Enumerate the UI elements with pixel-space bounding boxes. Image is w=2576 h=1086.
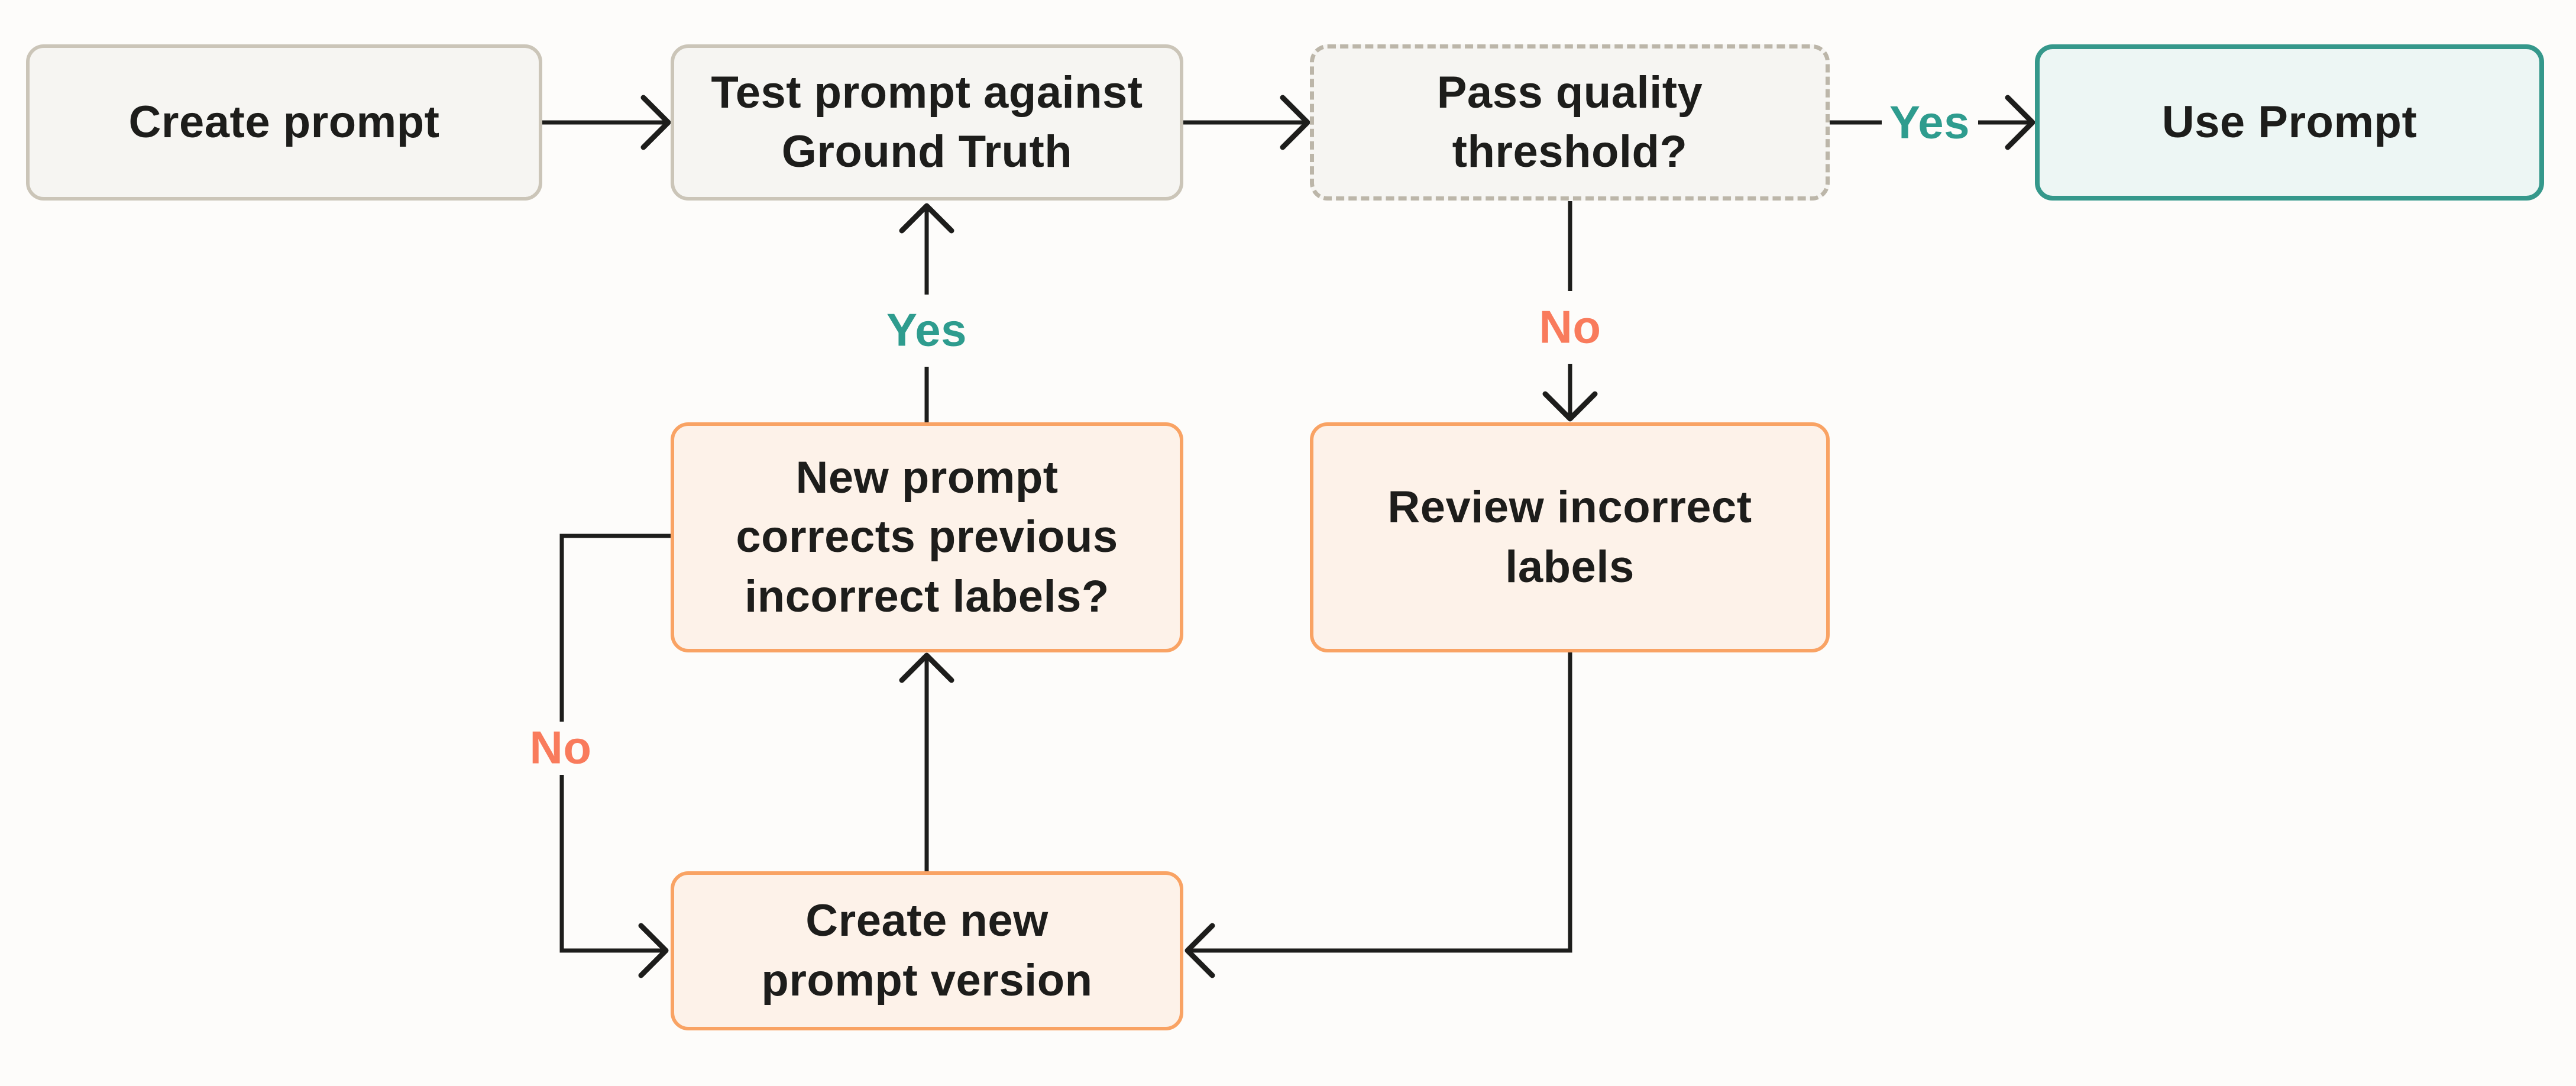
node-label: Create new prompt version (761, 891, 1092, 1010)
node-label-line: Ground Truth (781, 127, 1073, 177)
node-label: Review incorrect labels (1387, 478, 1752, 597)
node-label-line: Review incorrect (1387, 482, 1752, 533)
node-label-line: corrects previous (736, 512, 1118, 563)
node-create-new-prompt-version: Create new prompt version (671, 871, 1183, 1030)
node-new-prompt-corrects: New prompt corrects previous incorrect l… (671, 422, 1183, 652)
edge-label-no-loop: No (529, 721, 592, 774)
node-label-line: Use Prompt (2161, 96, 2418, 147)
node-label-line: Create new (805, 896, 1048, 946)
edge-label-no-to-review: No (1539, 300, 1601, 353)
node-review-incorrect-labels: Review incorrect labels (1310, 422, 1830, 652)
node-label: Test prompt against Ground Truth (711, 63, 1143, 182)
arrow-review-to-newversion (1185, 652, 1572, 978)
node-label-line: Create prompt (128, 96, 440, 147)
node-label: Pass quality threshold? (1437, 63, 1703, 182)
arrow-create-to-test (542, 95, 671, 150)
node-label-line: incorrect labels? (745, 571, 1109, 622)
node-create-prompt: Create prompt (26, 44, 542, 201)
arrow-test-to-pass (1183, 95, 1310, 150)
node-label: Use Prompt (2162, 93, 2418, 152)
arrow-newversion-to-corrects (899, 652, 954, 871)
node-label-line: labels (1505, 541, 1635, 592)
node-label-line: New prompt (795, 452, 1059, 503)
node-label: Create prompt (129, 93, 440, 152)
node-test-prompt: Test prompt against Ground Truth (671, 44, 1183, 201)
node-label-line: threshold? (1452, 127, 1688, 177)
node-pass-quality-threshold: Pass quality threshold? (1310, 44, 1830, 201)
node-label-line: prompt version (761, 955, 1093, 1006)
node-label-line: Test prompt against (711, 67, 1143, 118)
node-label-line: Pass quality (1436, 67, 1703, 118)
node-label: New prompt corrects previous incorrect l… (736, 448, 1118, 626)
edge-label-yes-to-use-prompt: Yes (1889, 96, 1970, 148)
node-use-prompt: Use Prompt (2035, 44, 2544, 201)
edge-label-yes-to-test: Yes (886, 303, 967, 356)
